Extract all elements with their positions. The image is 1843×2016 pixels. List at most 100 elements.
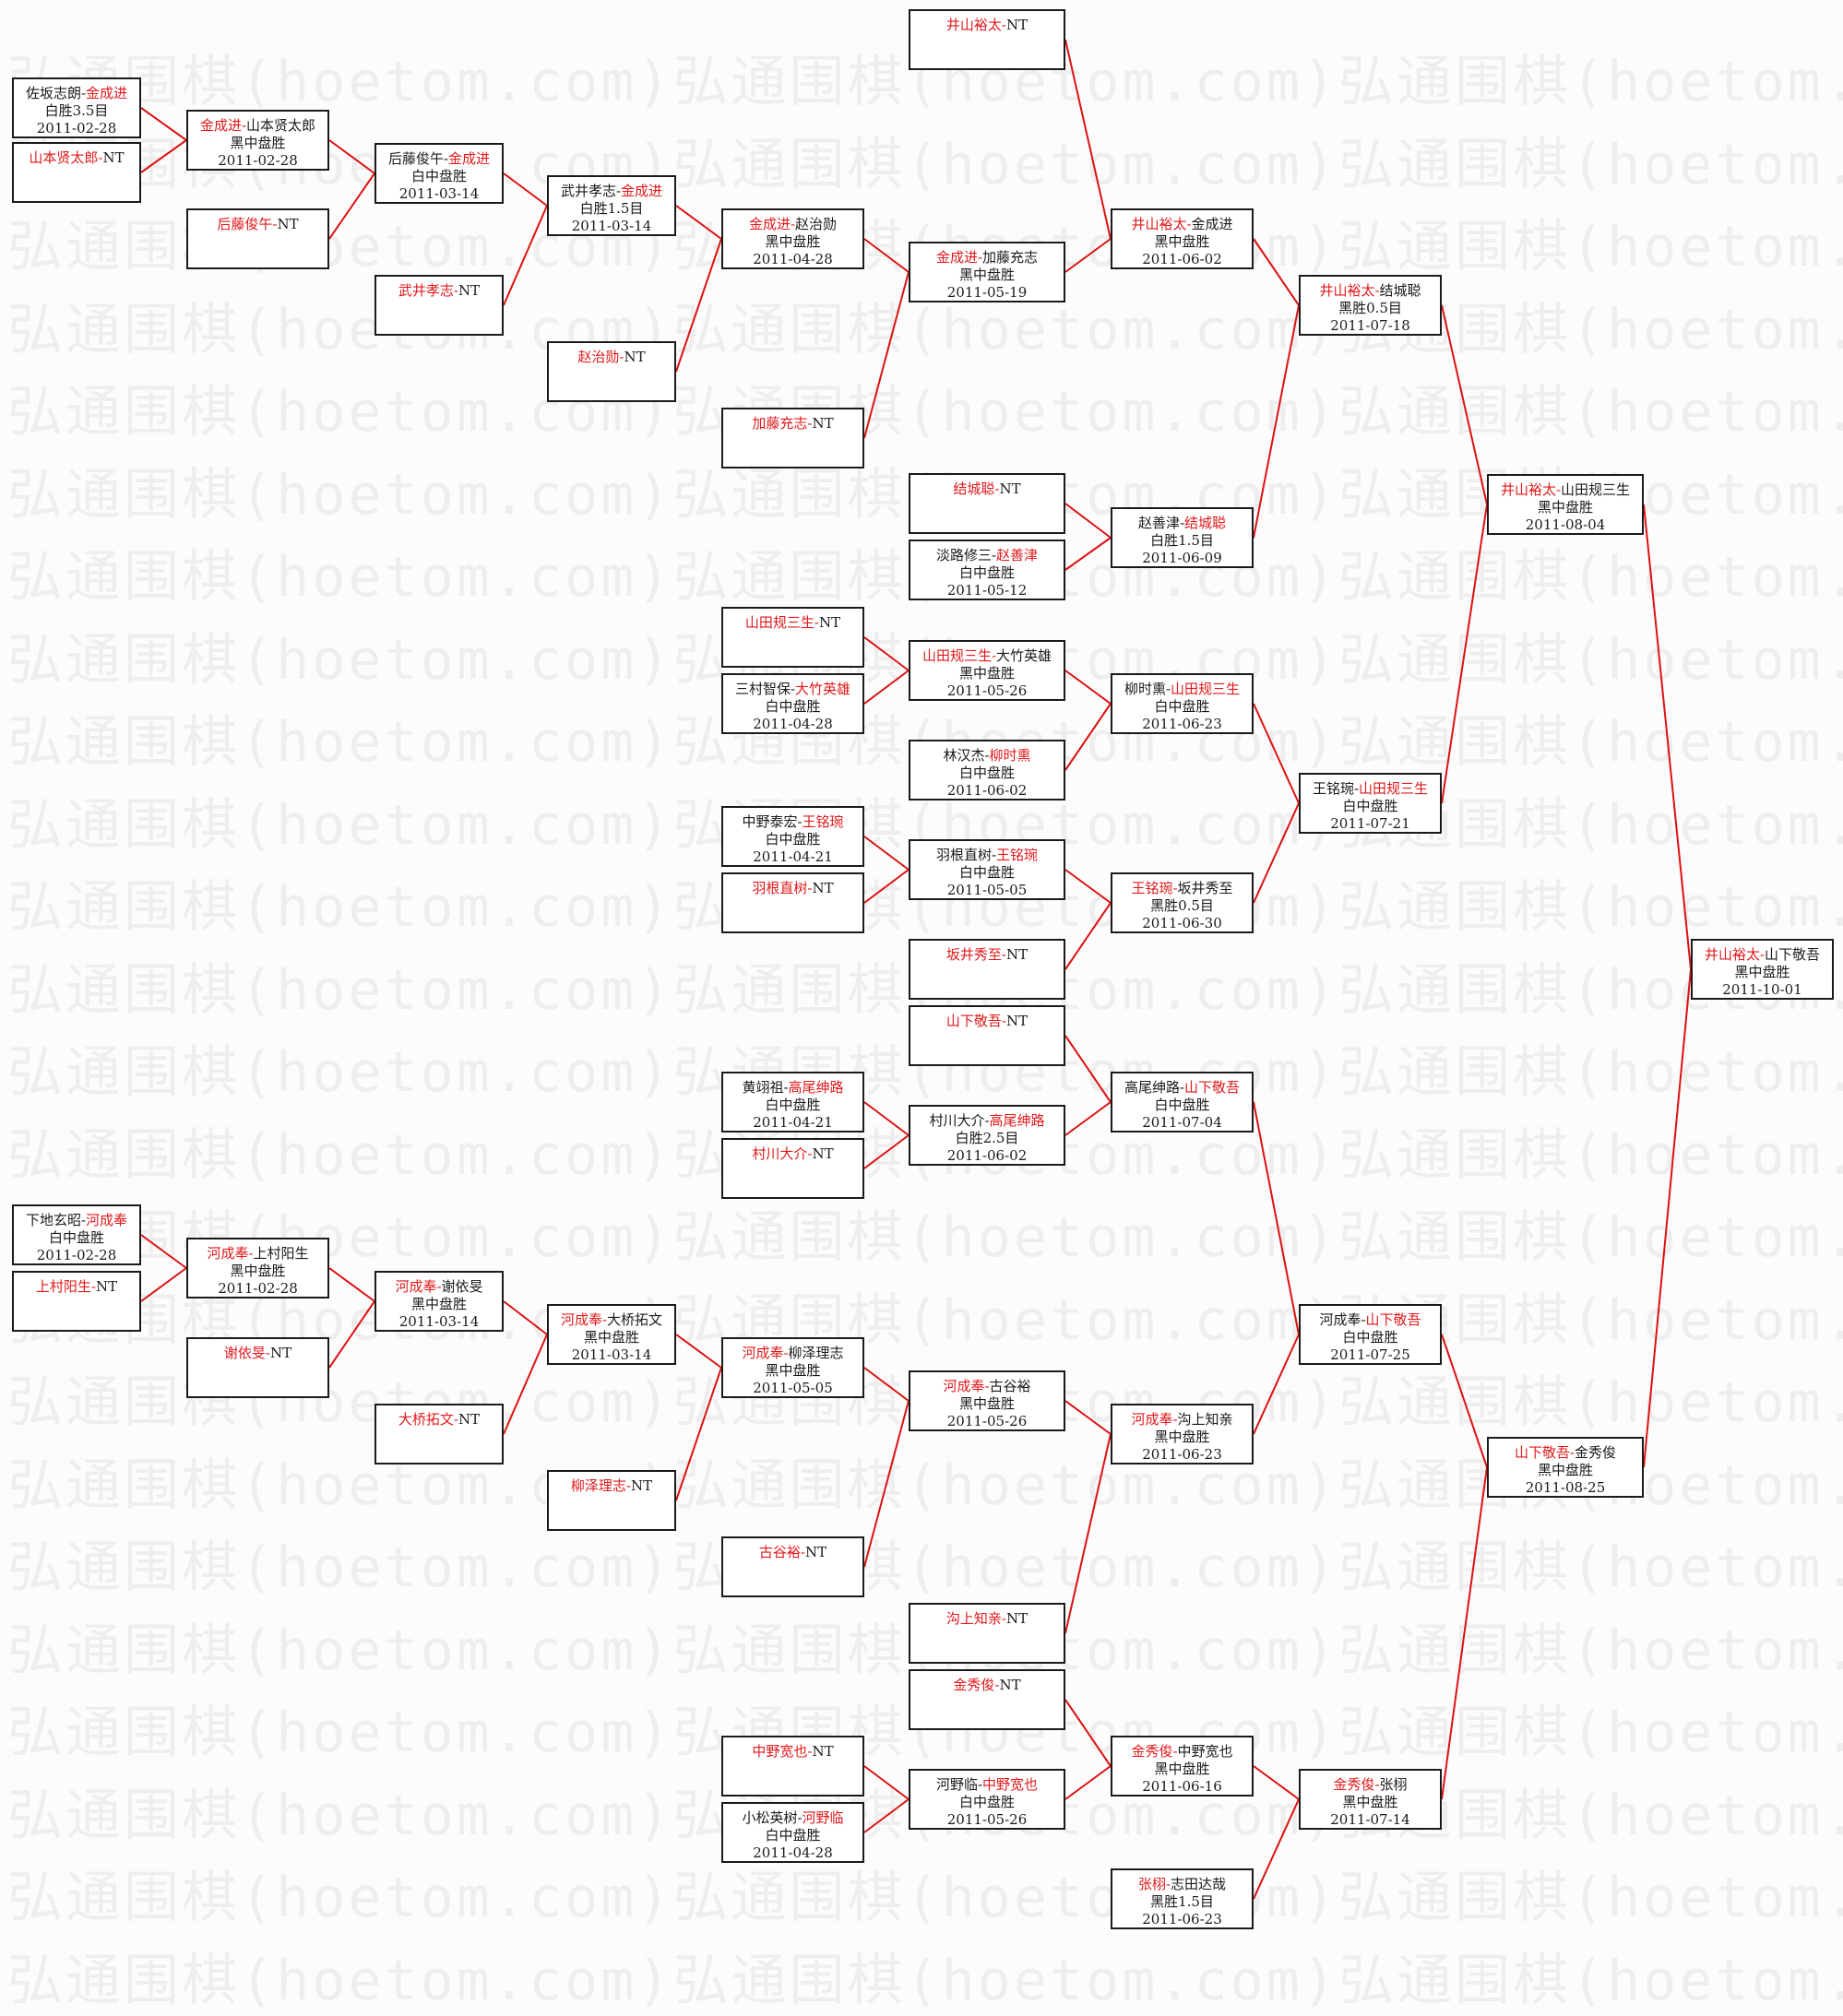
- player-separator: -: [984, 1378, 990, 1394]
- player-one-name: 赵善津: [1137, 515, 1180, 531]
- match-players: 山田规三生-大竹英雄: [910, 647, 1064, 665]
- player-two-name: NT: [624, 349, 646, 365]
- match-date: 2011-06-23: [1142, 1446, 1222, 1463]
- bracket-connector: [1441, 304, 1488, 505]
- match-date: 2011-05-12: [946, 582, 1028, 599]
- player-separator: -: [1172, 880, 1178, 896]
- match-players: 井山裕太-NT: [910, 17, 1064, 34]
- bracket-connector: [1064, 238, 1112, 273]
- match-players: 武井孝志-金成进: [549, 183, 674, 200]
- match-box: 山田规三生-NT: [721, 607, 864, 668]
- player-two-name: 柳泽理志: [788, 1345, 844, 1361]
- match-date: 2011-05-26: [946, 1413, 1028, 1429]
- player-one-name: 山田规三生: [922, 647, 992, 664]
- player-one-name: 河成奉: [1319, 1311, 1361, 1328]
- player-two-name: 山田规三生: [1359, 780, 1429, 797]
- player-two-name: NT: [812, 1145, 834, 1162]
- bracket-connector: [1253, 1765, 1300, 1800]
- bracket-connector: [1253, 1334, 1300, 1435]
- match-box: 上村阳生-NT: [12, 1271, 141, 1332]
- match-result: 白中盘胜: [765, 1827, 821, 1844]
- bracket-connector: [1253, 1101, 1300, 1335]
- match-date: 2011-03-14: [571, 218, 652, 234]
- player-separator: -: [797, 813, 803, 830]
- match-date: 2011-05-19: [946, 284, 1028, 301]
- player-two-name: 结城聪: [1184, 515, 1227, 531]
- player-separator: -: [807, 1743, 813, 1760]
- bracket-connector: [1253, 238, 1300, 306]
- match-result: 黑中盘胜: [1537, 1462, 1593, 1478]
- bracket-connector: [675, 238, 722, 373]
- player-one-name: 金成进: [748, 216, 791, 232]
- match-date: 2011-07-21: [1330, 815, 1410, 832]
- player-separator: -: [619, 349, 624, 365]
- player-one-name: 井山裕太: [1500, 481, 1556, 498]
- player-two-name: 山下敬吾: [1184, 1079, 1241, 1096]
- player-two-name: 高尾绅路: [788, 1079, 844, 1096]
- match-box: 金秀俊-NT: [909, 1669, 1065, 1730]
- match-date: 2011-02-28: [218, 1280, 298, 1297]
- match-result: 黑中盘胜: [1154, 1761, 1210, 1777]
- player-separator: -: [991, 847, 997, 863]
- player-two-name: NT: [818, 614, 841, 631]
- bracket-connector: [675, 205, 722, 240]
- player-two-name: NT: [269, 1345, 292, 1361]
- bracket-connector: [675, 1334, 722, 1369]
- player-one-name: 后藤俊午: [217, 216, 273, 232]
- match-players: 羽根直树-NT: [723, 880, 862, 897]
- player-one-name: 井山裕太: [1704, 946, 1760, 963]
- player-separator: -: [1179, 1079, 1185, 1096]
- match-result: 黑中盘胜: [583, 1329, 639, 1346]
- player-one-name: 王铭琬: [1131, 880, 1173, 896]
- match-players: 柳时熏-山田规三生: [1112, 681, 1252, 698]
- bracket-connector: [1253, 304, 1300, 539]
- match-result: 白中盘胜: [1154, 1097, 1210, 1113]
- match-players: 河成奉-谢依旻: [376, 1278, 502, 1296]
- player-one-name: 金秀俊: [953, 1677, 995, 1693]
- bracket-connector: [863, 636, 910, 671]
- player-one-name: 谢依旻: [223, 1345, 266, 1361]
- player-two-name: NT: [999, 1677, 1021, 1693]
- player-one-name: 河成奉: [943, 1378, 985, 1394]
- bracket-connector: [1064, 1035, 1112, 1103]
- match-result: 黑中盘胜: [765, 233, 821, 250]
- match-result: 黑中盘胜: [1537, 499, 1593, 516]
- player-two-name: NT: [1005, 1610, 1029, 1627]
- player-one-name: 金秀俊: [1131, 1743, 1173, 1760]
- player-separator: -: [1001, 946, 1006, 963]
- player-separator: -: [977, 249, 983, 266]
- player-two-name: NT: [458, 282, 481, 299]
- player-separator: -: [80, 1212, 87, 1228]
- bracket-connector: [140, 139, 187, 173]
- player-separator: -: [797, 1809, 803, 1826]
- match-players: 中野泰宏-王铭琬: [723, 813, 862, 831]
- bracket-connector: [863, 836, 910, 871]
- match-result: 黑中盘胜: [230, 135, 286, 151]
- bracket-lines: [140, 39, 1692, 1900]
- player-one-name: 山本贤太郎: [29, 149, 99, 166]
- player-one-name: 加藤充志: [752, 415, 808, 432]
- player-two-name: NT: [277, 216, 299, 232]
- player-two-name: 张栩: [1379, 1776, 1408, 1793]
- match-players: 结城聪-NT: [910, 480, 1064, 498]
- player-separator: -: [1001, 1013, 1006, 1029]
- match-players: 王铭琬-坂井秀至: [1112, 880, 1252, 897]
- match-players: 大桥拓文-NT: [376, 1411, 502, 1429]
- match-date: 2011-06-30: [1142, 915, 1222, 931]
- player-one-name: 羽根直树: [752, 880, 808, 896]
- match-date: 2011-06-02: [946, 1147, 1028, 1164]
- bracket-connector: [1064, 1101, 1112, 1136]
- player-separator: -: [248, 1245, 254, 1262]
- match-players: 井山裕太-结城聪: [1301, 282, 1440, 300]
- player-two-name: 金成进: [448, 150, 491, 167]
- match-players: 河成奉-大桥拓文: [549, 1311, 674, 1329]
- match-result: 白中盘胜: [958, 1794, 1015, 1810]
- bracket-connector: [1064, 503, 1112, 539]
- match-players: 金成进-加藤充志: [910, 249, 1064, 267]
